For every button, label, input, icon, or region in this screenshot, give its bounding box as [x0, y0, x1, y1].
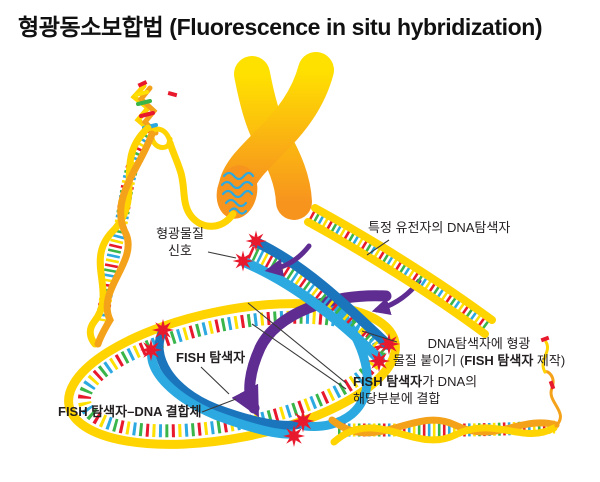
label-attach-fluorophore: DNA탐색자에 형광 물질 붙이기 (FISH 탐색자 제작) [392, 336, 566, 368]
star-burst-icon [283, 425, 305, 447]
chromosomal-dna-left-helix [86, 124, 152, 348]
condensed-dna-coil [216, 165, 258, 219]
star-burst-icon [140, 339, 162, 361]
gene-dna-probe [304, 204, 496, 338]
star-burst-icon [152, 319, 174, 341]
label-fluorescent-signal: 형광물질 신호 [156, 226, 204, 258]
unwinding-ribbon [166, 139, 237, 230]
label-fish-probe: FISH 탐색자 [176, 350, 246, 365]
bound-fish-probe-strand [154, 326, 305, 430]
pointer-lines [200, 239, 398, 413]
label-probe-binds-dna: FISH 탐색자가 DNA의 해당부분에 결합 [353, 374, 478, 406]
page-title: 형광동소보합법 (Fluorescence in situ hybridizat… [18, 14, 543, 40]
trailing-dna-helix [328, 335, 562, 446]
curved-purple-arrow [264, 243, 312, 277]
fish-probe-strands [239, 237, 393, 365]
label-probe-dna-complex: FISH 탐색자–DNA 결합체 [58, 404, 202, 419]
star-burst-icon [245, 230, 267, 252]
bound-fish-probe-strand [147, 345, 297, 439]
star-burst-icon [232, 250, 254, 272]
chromosome [166, 52, 334, 230]
label-gene-dna-probe: 특정 유전자의 DNA탐색자 [368, 220, 511, 235]
